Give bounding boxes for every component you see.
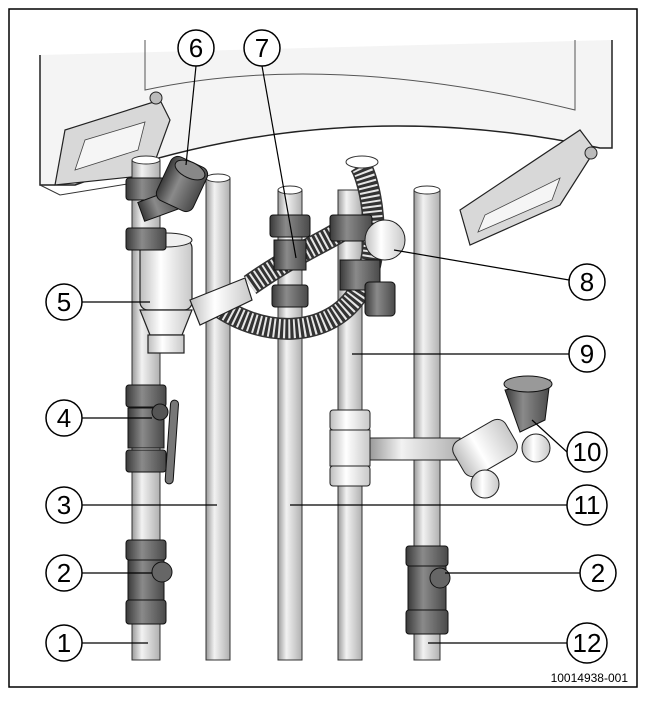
callout-10-label: 10 — [573, 437, 602, 467]
callout-3: 3 — [45, 486, 83, 524]
ball-valve-2-left — [125, 539, 173, 625]
callout-2-right: 2 — [579, 554, 617, 592]
screw-right — [584, 146, 598, 160]
screw-left — [149, 91, 163, 105]
callout-5-label: 5 — [57, 287, 71, 317]
reference-code: 10014938-001 — [551, 671, 629, 685]
callout-6-label: 6 — [189, 33, 203, 63]
callout-7-label: 7 — [255, 33, 269, 63]
callout-11: 11 — [566, 484, 608, 526]
callout-9: 9 — [568, 335, 606, 373]
callout-2-right-label: 2 — [591, 558, 605, 588]
callouts: 1 2 2 3 4 5 6 7 — [45, 29, 617, 664]
service-valve-10 — [452, 375, 553, 499]
safety-valve-assembly — [125, 155, 209, 251]
callout-8-label: 8 — [580, 267, 594, 297]
callout-11-label: 11 — [574, 490, 601, 520]
callout-5: 5 — [45, 283, 83, 321]
tee-fitting — [329, 409, 461, 487]
callout-4-label: 4 — [57, 403, 71, 433]
fitting-7 — [269, 214, 311, 308]
pipe-3 — [205, 177, 231, 661]
callout-12: 12 — [566, 622, 608, 664]
callout-12-label: 12 — [573, 628, 602, 658]
callout-2-left-label: 2 — [57, 558, 71, 588]
ball-valve-4 — [125, 384, 180, 485]
callout-6: 6 — [177, 29, 215, 67]
callout-4: 4 — [45, 399, 83, 437]
callout-1-label: 1 — [57, 628, 71, 658]
leader-lines — [82, 65, 580, 644]
callout-8: 8 — [568, 263, 606, 301]
callout-7: 7 — [243, 29, 281, 67]
callout-1: 1 — [45, 624, 83, 662]
ball-valve-2-right — [405, 545, 451, 635]
callout-2-left: 2 — [45, 554, 83, 592]
callout-9-label: 9 — [580, 339, 594, 369]
callout-10: 10 — [566, 431, 608, 473]
callout-3-label: 3 — [57, 490, 71, 520]
